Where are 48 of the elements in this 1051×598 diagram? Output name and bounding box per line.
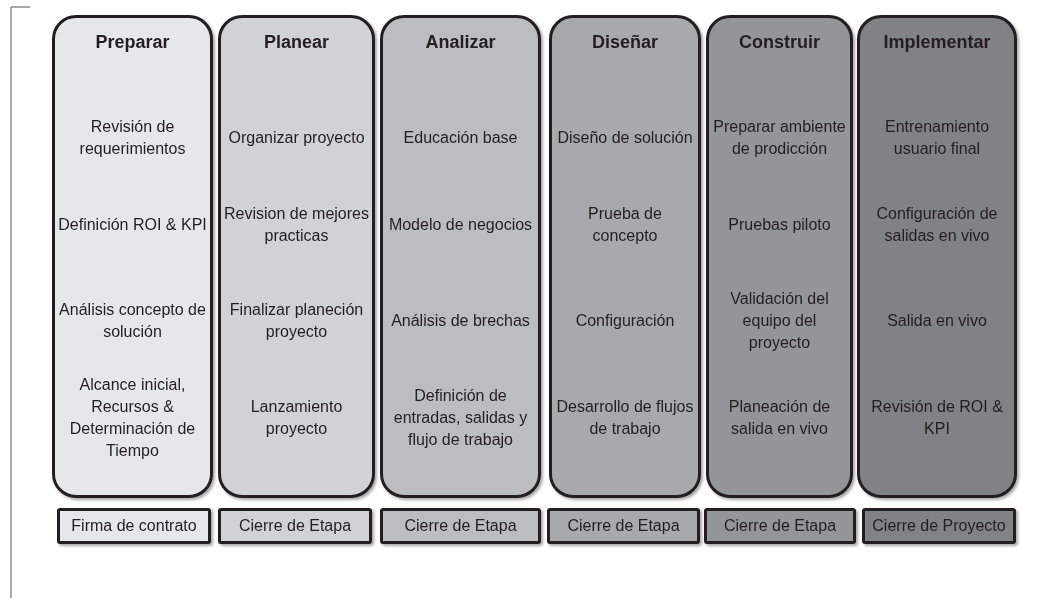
activity-text: Finalizar planeción proyecto <box>228 300 365 342</box>
phase-title: Planear <box>262 32 330 53</box>
activity-text: Planeación de salida en vivo <box>727 397 832 439</box>
phase-column <box>706 15 853 498</box>
milestone-box <box>704 508 856 544</box>
milestone-box <box>862 508 1016 544</box>
activity-text: Revision de mejores practicas <box>223 204 370 246</box>
activity-text: Alcance inicial, Recursos & Determinación de Tiempo <box>68 375 197 461</box>
milestone-label: Cierre de Etapa <box>238 517 352 535</box>
activity-text: Diseño de solución <box>556 128 694 148</box>
activity-text: Educación base <box>402 128 519 148</box>
activity-text: Validación del equipo del proyecto <box>729 289 830 353</box>
activity-text: Modelo de negocios <box>387 215 534 235</box>
activity-text: Organizar proyecto <box>227 128 366 148</box>
activity-text: Configuración de salidas en vivo <box>875 204 999 246</box>
activity-text: Lanzamiento proyecto <box>249 397 344 439</box>
phase-title: Implementar <box>882 32 992 53</box>
activity-text: Prueba de concepto <box>587 204 663 246</box>
milestone-label: Cierre de Etapa <box>404 517 517 535</box>
activity-text: Preparar ambiente de prodicción <box>712 117 847 159</box>
activity-text: Salida en vivo <box>886 311 988 331</box>
milestone-label: Cierre de Etapa <box>567 517 680 535</box>
activity-text: Análisis de brechas <box>390 311 531 331</box>
phase-column <box>857 15 1017 498</box>
milestone-box <box>57 508 211 544</box>
activity-text: Definición de entradas, salidas y flujo de trabajo <box>392 386 529 450</box>
phase-column <box>218 15 375 498</box>
activity-text: Pruebas piloto <box>727 215 832 235</box>
milestone-label: Firma de contrato <box>71 517 197 535</box>
milestone-box <box>218 508 372 544</box>
phase-title: Analizar <box>424 32 497 53</box>
milestone-box <box>380 508 541 544</box>
activity-text: Configuración <box>574 311 676 331</box>
activity-text: Desarrollo de flujos de trabajo <box>555 397 695 439</box>
activity-text: Entrenamiento usuario final <box>883 117 991 159</box>
phase-column <box>549 15 701 498</box>
activity-text: Revisión de requerimientos <box>78 117 187 159</box>
activity-text: Revisión de ROI & KPI <box>870 397 1004 439</box>
milestone-box <box>547 508 700 544</box>
activity-text: Definición ROI & KPI <box>57 215 208 235</box>
phase-column <box>380 15 541 498</box>
phase-title: Diseñar <box>590 32 659 53</box>
milestone-label: Cierre de Etapa <box>723 517 837 535</box>
activity-text: Análisis concepto de solución <box>58 300 207 342</box>
milestone-label: Cierre de Proyecto <box>872 517 1006 535</box>
phase-column <box>52 15 213 498</box>
phase-title: Preparar <box>94 32 171 53</box>
phase-title: Construir <box>738 32 821 53</box>
